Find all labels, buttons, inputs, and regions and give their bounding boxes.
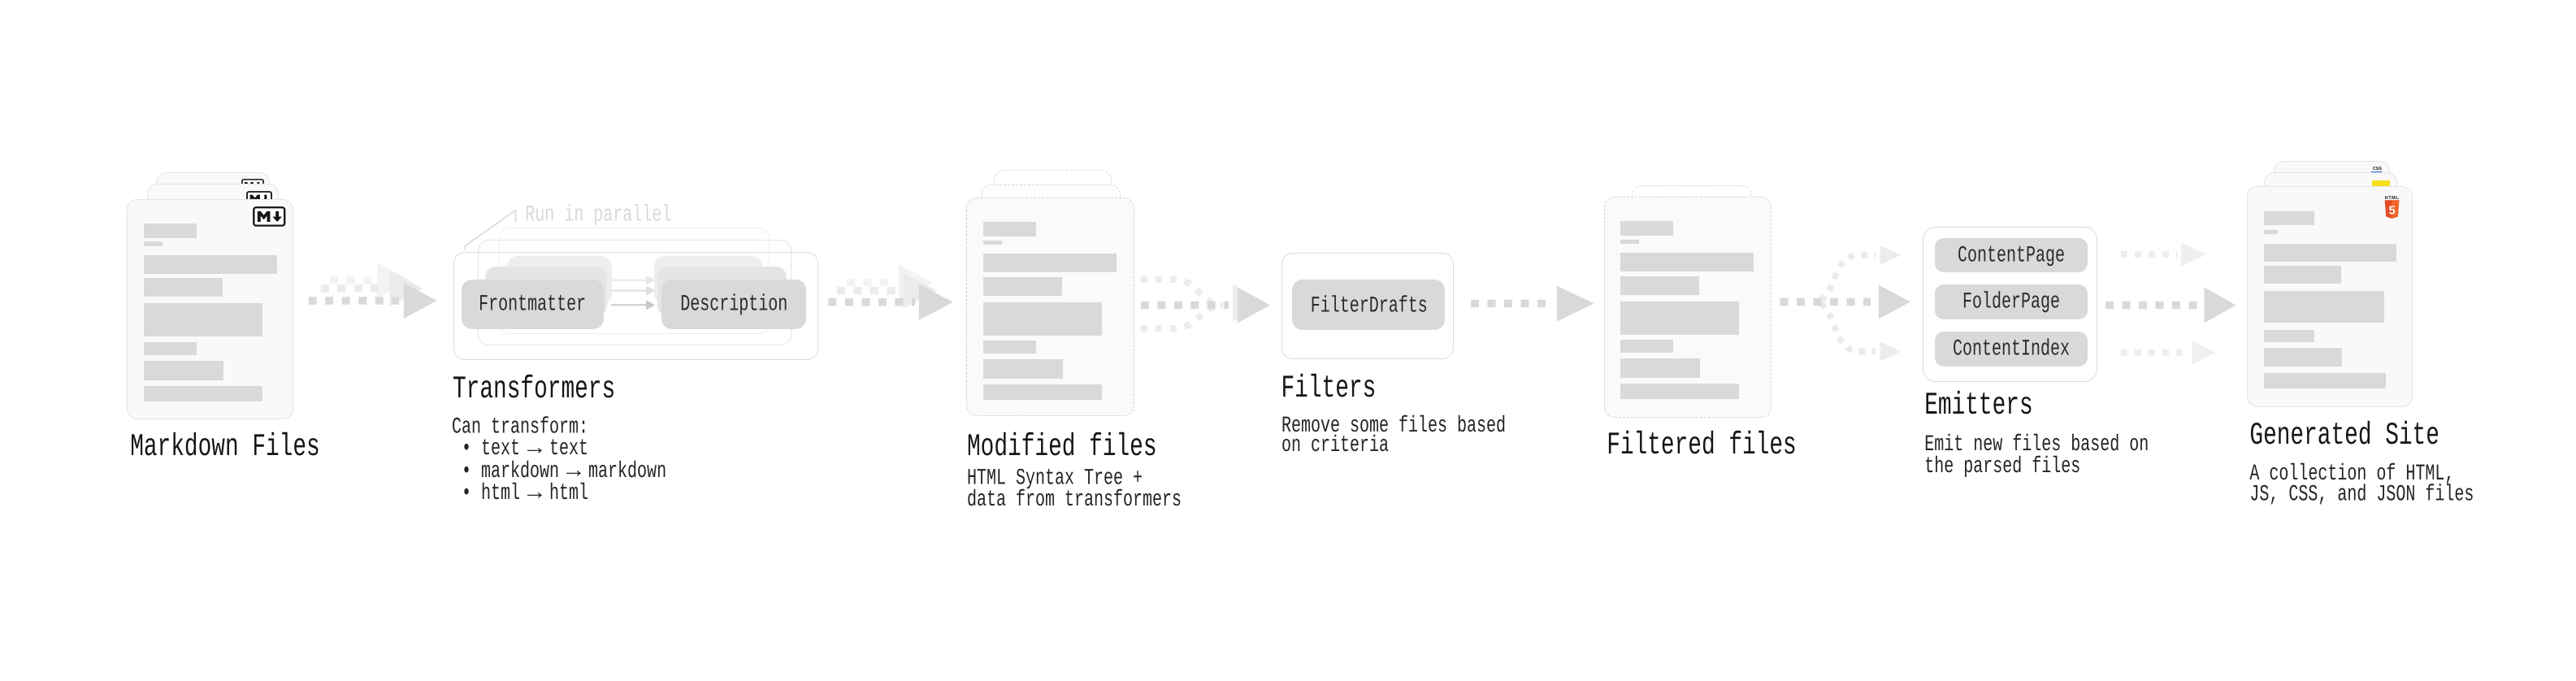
svg-text:HTML: HTML <box>2385 196 2400 201</box>
svg-text:5: 5 <box>2389 205 2396 218</box>
